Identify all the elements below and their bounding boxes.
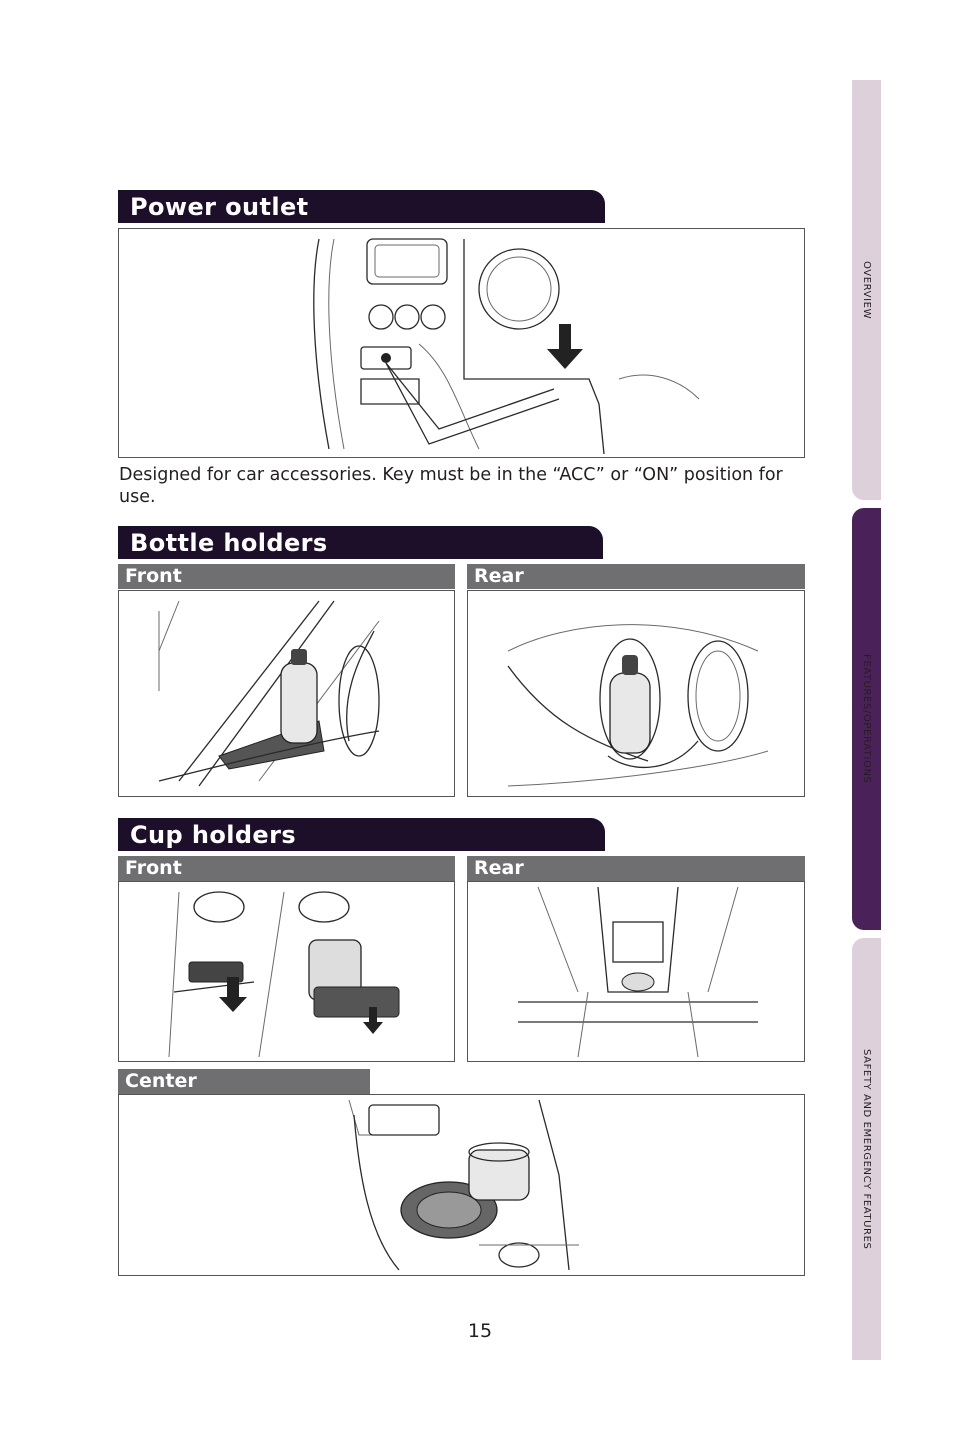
- cup-holders-heading: Cup holders: [118, 818, 605, 851]
- power-outlet-illustration: [118, 228, 805, 458]
- bottle-holder-rear-illustration: [467, 590, 805, 797]
- page-number: 15: [467, 1320, 493, 1342]
- side-tab-safety-emergency-label: SAFETY AND EMERGENCY FEATURES: [861, 1048, 872, 1250]
- bottle-holders-rear-label: Rear: [467, 564, 805, 589]
- cup-holder-rear-illustration: [467, 881, 805, 1062]
- rear-bottle-drawing: [507, 624, 769, 787]
- side-tab-features-operations[interactable]: [852, 508, 881, 930]
- cup-holder-center-illustration: [118, 1094, 805, 1276]
- power-outlet-description: Designed for car accessories. Key must b…: [119, 465, 783, 507]
- side-tab-overview-label: OVERVIEW: [861, 260, 872, 320]
- cup-holder-front-illustration: [118, 881, 455, 1062]
- side-tab-overview[interactable]: [852, 80, 881, 500]
- rear-cup-drawing: [518, 886, 758, 1058]
- cup-holders-rear-label: Rear: [467, 856, 805, 881]
- front-bottle-drawing: [158, 600, 380, 787]
- cup-holders-front-label: Front: [118, 856, 455, 881]
- front-cup-drawing: [168, 891, 400, 1058]
- bottle-holder-front-illustration: [118, 590, 455, 797]
- dashboard-outlet-drawing: [313, 238, 700, 455]
- side-tab-features-operations-label: FEATURES/OPERATIONS: [861, 654, 872, 784]
- power-outlet-heading: Power outlet: [118, 190, 605, 223]
- cup-holders-center-label: Center: [118, 1069, 370, 1094]
- side-tab-safety-emergency[interactable]: [852, 938, 881, 1360]
- bottle-holders-heading: Bottle holders: [118, 526, 603, 559]
- center-cup-drawing: [348, 1099, 579, 1271]
- bottle-holders-front-label: Front: [118, 564, 455, 589]
